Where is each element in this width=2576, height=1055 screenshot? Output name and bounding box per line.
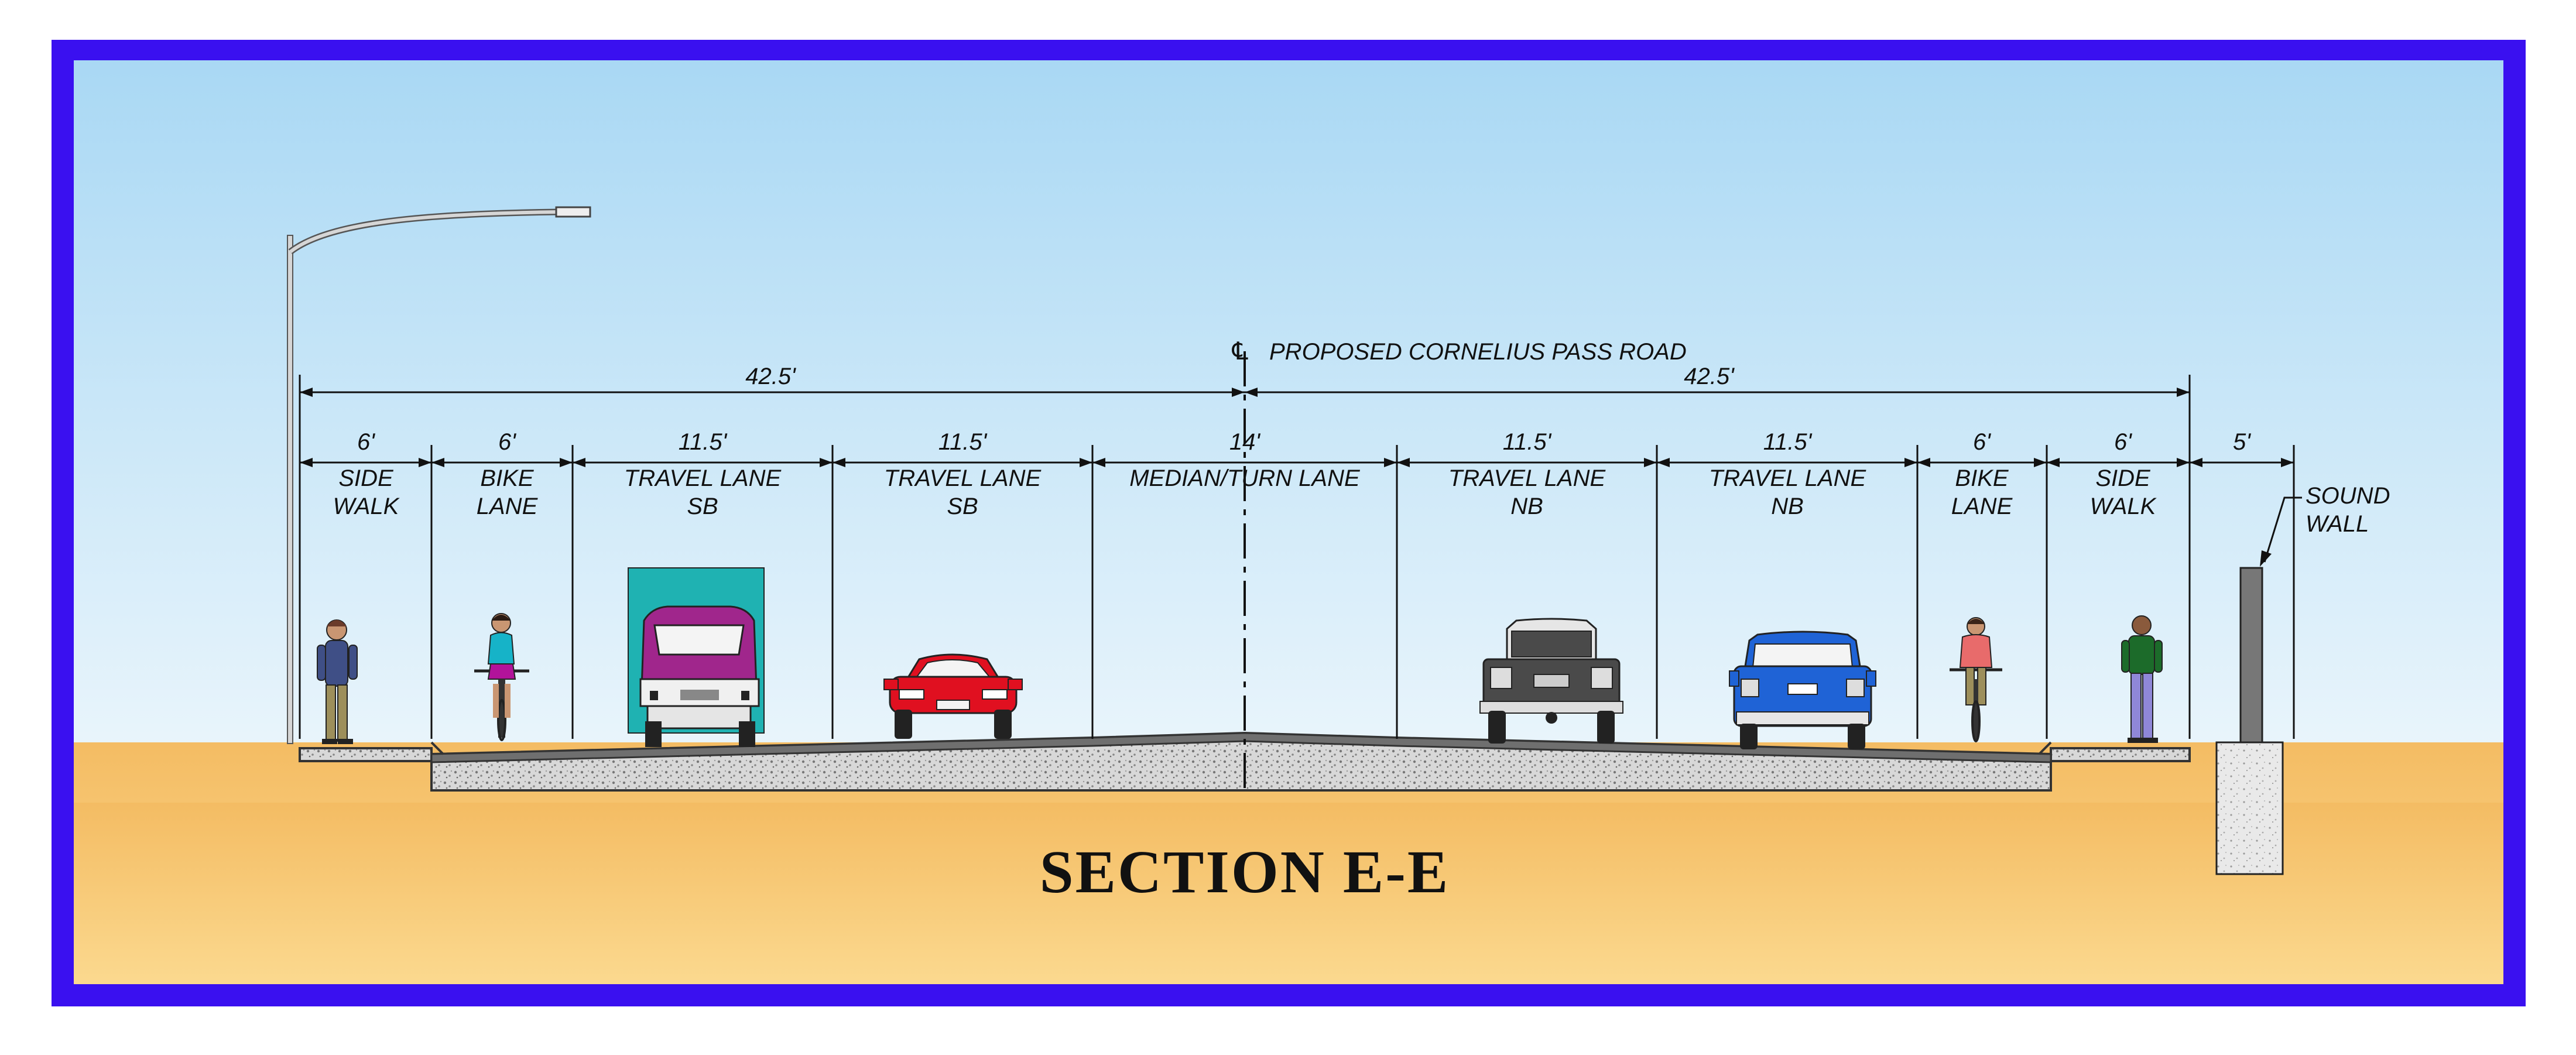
segment-name-sb-2: TRAVEL LANE <box>884 465 1042 491</box>
sound-wall-label: SOUND <box>2306 483 2390 509</box>
segment-arrow <box>2177 458 2190 467</box>
cyclist-left-icon <box>474 613 529 741</box>
segment-arrow <box>573 458 585 467</box>
segment-arrow <box>431 458 444 467</box>
segment-dim-nb-2: 11.5' <box>1763 429 1813 455</box>
segment-dim-median: 14' <box>1229 429 1260 455</box>
segment-name-bike-left: BIKE <box>480 465 534 491</box>
segment-name-bike-right-2: LANE <box>1951 494 2013 519</box>
segment-arrow <box>1397 458 1410 467</box>
segment-name-sidewalk-right-2: WALK <box>2090 494 2157 519</box>
half-width-left-label: 42.5' <box>745 364 796 389</box>
box-truck-icon <box>628 567 765 747</box>
half-width-arrow <box>300 388 313 397</box>
extension-lines <box>299 375 2295 739</box>
pavement <box>299 731 2191 792</box>
segment-arrow <box>2190 458 2202 467</box>
segment-name-sb-1-2: SB <box>687 494 718 519</box>
segment-dim-nb-1: 11.5' <box>1503 429 1552 455</box>
segment-arrow <box>2034 458 2047 467</box>
segment-name-nb-2: TRAVEL LANE <box>1709 465 1867 491</box>
segment-labels: 6' 6' 11.5' 11.5' 14' 11.5' 11.5' 6' 6' … <box>333 429 2390 537</box>
segment-dim-bike-left: 6' <box>498 429 516 455</box>
sky <box>74 60 2503 803</box>
street-light-icon <box>287 206 591 744</box>
segment-name-sidewalk-right: SIDE <box>2095 465 2151 491</box>
segment-name-nb-2-2: NB <box>1771 494 1804 519</box>
segment-name-sb-2-2: SB <box>947 494 978 519</box>
segment-name-nb-1: TRAVEL LANE <box>1448 465 1606 491</box>
segment-arrow <box>300 458 313 467</box>
half-width-arrow <box>1245 388 1258 397</box>
segment-arrow <box>1384 458 1397 467</box>
segment-arrow <box>833 458 845 467</box>
segment-arrow <box>820 458 833 467</box>
half-width-right-label: 42.5' <box>1684 364 1735 389</box>
segment-arrow <box>1080 458 1092 467</box>
segment-dim-sb-2: 11.5' <box>938 429 988 455</box>
segment-arrow <box>1657 458 1670 467</box>
segment-arrow <box>1904 458 1917 467</box>
segment-name-nb-1-2: NB <box>1510 494 1543 519</box>
red-car-icon <box>883 653 1023 739</box>
sound-wall-leader <box>2260 496 2302 567</box>
sound-wall-label-2: WALL <box>2306 511 2369 537</box>
segment-arrow <box>419 458 431 467</box>
segment-dim-bike-right: 6' <box>1973 429 1991 455</box>
cyclist-right-icon <box>1950 617 2002 742</box>
segment-dim-sidewalk-right: 6' <box>2114 429 2132 455</box>
segment-name-sidewalk-left: SIDE <box>338 465 394 491</box>
segment-arrow <box>2281 458 2294 467</box>
dimension-layer <box>300 388 2294 467</box>
half-width-arrow <box>2177 388 2190 397</box>
segment-name-sidewalk-left-2: WALK <box>333 494 400 519</box>
pedestrian-right-icon <box>2121 615 2163 743</box>
segment-arrow <box>560 458 573 467</box>
section-title: SECTION E-E <box>1040 838 1450 906</box>
segment-arrow <box>1917 458 1930 467</box>
centerline-symbol: ℄ <box>1229 337 1251 365</box>
half-width-arrow <box>1232 388 1245 397</box>
pedestrian-left-icon <box>317 619 358 744</box>
centerline-label: PROPOSED CORNELIUS PASS ROAD <box>1269 339 1687 365</box>
segment-arrow <box>2047 458 2060 467</box>
segment-arrow <box>1092 458 1105 467</box>
segment-name-median: MEDIAN/TURN LANE <box>1129 465 1361 491</box>
blue-suv-icon <box>1729 631 1876 749</box>
segment-name-bike-left-2: LANE <box>477 494 539 519</box>
segment-name-sb-1: TRAVEL LANE <box>624 465 782 491</box>
segment-arrow <box>1644 458 1657 467</box>
black-pickup-truck-icon <box>1479 618 1623 744</box>
wall-offset-dim: 5' <box>2233 429 2251 455</box>
sound-wall <box>2215 567 2284 875</box>
segment-name-bike-right: BIKE <box>1955 465 2009 491</box>
segment-dim-sb-1: 11.5' <box>679 429 728 455</box>
segment-dim-sidewalk-left: 6' <box>357 429 375 455</box>
